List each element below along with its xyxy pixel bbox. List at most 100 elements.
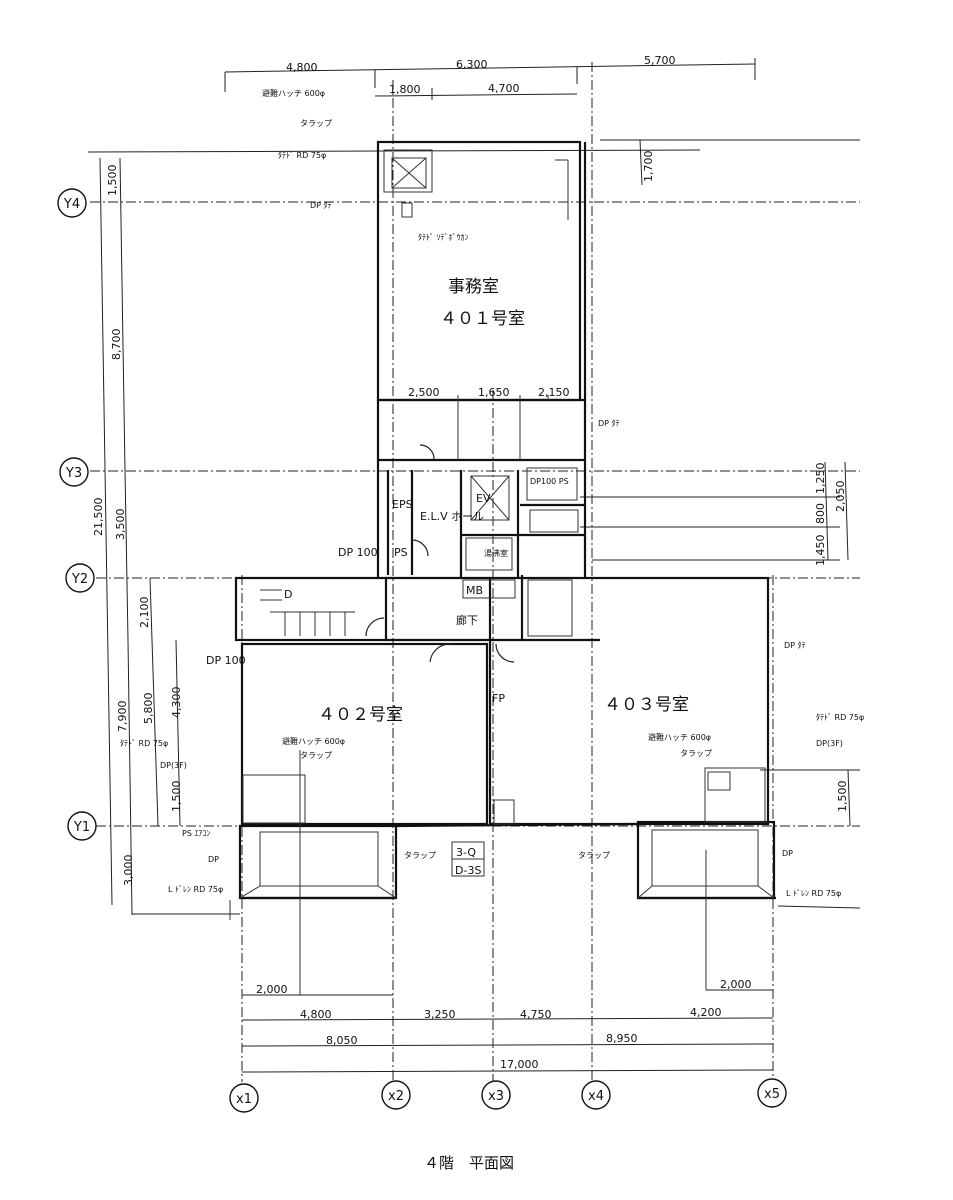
- dim-bot-row2-1: 8,050: [326, 1034, 358, 1047]
- door-swings: [365, 444, 515, 663]
- dim-bot-total: 17,000: [500, 1058, 539, 1071]
- label-ev: EV: [476, 492, 491, 505]
- svg-text:Y4: Y4: [63, 197, 80, 212]
- walls: [234, 140, 776, 900]
- grid-bubble-x1: x1: [229, 1083, 259, 1113]
- dim-bot-2000-right: 2,000: [720, 978, 752, 991]
- dim-right-1500: 1,500: [836, 781, 849, 813]
- room-401-name: ４０１号室: [440, 309, 525, 329]
- svg-text:x1: x1: [236, 1092, 252, 1107]
- dim-left-8700: 8,700: [110, 329, 123, 361]
- label-corridor: 廊下: [456, 613, 478, 627]
- dim-top-3: 5,700: [644, 54, 676, 67]
- dim-left-3000: 3,000: [122, 855, 135, 887]
- label-rd-right: ﾀﾃﾄﾞ RD 75φ: [816, 713, 864, 722]
- label-dp3f-left: DP(3F): [160, 761, 187, 770]
- label-rd-top: ﾀﾃﾄﾞ RD 75φ: [278, 151, 326, 160]
- svg-text:x4: x4: [588, 1089, 604, 1104]
- label-tarappu-bot-l: タラップ: [404, 851, 436, 860]
- label-ps-bot: PS ｴｱｺﾝ: [182, 829, 210, 838]
- label-dp-top: DP ﾀﾃ: [310, 201, 332, 210]
- drawing-title: ４階 平面図: [424, 1154, 514, 1172]
- dim-right-800: 800: [814, 503, 827, 524]
- dim-mid-1: 2,500: [408, 386, 440, 399]
- dim-mid-3: 2,150: [538, 386, 570, 399]
- dim-right-1450: 1,450: [814, 535, 827, 567]
- label-dp-up: DP ﾀﾃ: [598, 419, 620, 428]
- label-ldr-left: L ﾄﾞﾚﾝ RD 75φ: [168, 885, 223, 894]
- label-dp100-ps: DP100 PS: [530, 477, 569, 486]
- label-dp-right: DP ﾀﾃ: [784, 641, 806, 650]
- dim-bot-2000-left: 2,000: [256, 983, 288, 996]
- grid-bubble-x3: x3: [481, 1080, 511, 1110]
- dim-left-3500: 3,500: [114, 509, 127, 541]
- grid-bubble-y3: Y3: [59, 457, 89, 487]
- label-dp3f-right: DP(3F): [816, 739, 843, 748]
- svg-text:x2: x2: [388, 1089, 404, 1104]
- svg-text:Y1: Y1: [73, 820, 90, 835]
- annotations: EV E.L.V ホール EPS PS DP100 PS DP 100 DP 1…: [120, 88, 864, 898]
- grid-bubble-x2: x2: [381, 1080, 411, 1110]
- dim-left-total: 21,500: [92, 498, 105, 537]
- dim-bot-row1-2: 3,250: [424, 1008, 456, 1021]
- dim-top-right-v: 1,700: [642, 151, 655, 183]
- label-tarappu-bot-r: タラップ: [578, 851, 610, 860]
- dim-left-5800: 5,800: [142, 693, 155, 725]
- dim-left-7900: 7,900: [116, 701, 129, 733]
- grid-lines: [90, 62, 860, 1082]
- label-tarappu-402: タラップ: [300, 751, 332, 760]
- grid-bubbles: Y4 Y3 Y2 Y1 x1 x2 x3 x4: [57, 188, 787, 1113]
- label-box-2: D-3S: [455, 864, 481, 877]
- label-dp100-402: DP 100: [206, 654, 246, 667]
- svg-text:Y3: Y3: [65, 466, 82, 481]
- dim-mid-2: 1,650: [478, 386, 510, 399]
- svg-text:x5: x5: [764, 1087, 780, 1102]
- grid-bubble-y4: Y4: [57, 188, 87, 218]
- label-eps: EPS: [392, 498, 413, 511]
- label-tarappu-403: タラップ: [680, 749, 712, 758]
- label-ldr-right: L ﾄﾞﾚﾝ RD 75φ: [786, 889, 841, 898]
- dim-left-1500-bot: 1,500: [170, 781, 183, 813]
- detail-lines: [229, 149, 775, 995]
- label-stair-d: D: [284, 588, 292, 601]
- label-elv-hall: E.L.V ホール: [420, 510, 484, 523]
- dim-top-1: 4,800: [286, 61, 318, 74]
- dim-bot-row1-4: 4,200: [690, 1006, 722, 1019]
- grid-bubble-x4: x4: [581, 1080, 611, 1110]
- dim-top-2: 6,300: [456, 58, 488, 71]
- dim-top-sub-2: 4,700: [488, 82, 520, 95]
- label-ps-core: PS: [394, 546, 408, 559]
- grid-bubble-y1: Y1: [67, 811, 97, 841]
- label-fp: FP: [492, 692, 505, 705]
- label-box-1: 3-Q: [456, 846, 476, 859]
- grid-bubble-x5: x5: [757, 1078, 787, 1108]
- dimension-lines: [87, 58, 861, 1073]
- dim-left-2100: 2,100: [138, 597, 151, 629]
- label-dp-bot-right: DP: [782, 849, 793, 858]
- label-yusui: 湯沸室: [484, 548, 508, 558]
- label-tarappu-top: タラップ: [300, 119, 332, 128]
- label-dp-top2: ﾀﾃﾄﾞ ｿﾃﾞﾎﾞｳｶﾝ: [418, 233, 469, 242]
- room-403-name: ４０３号室: [604, 695, 689, 715]
- dim-left-4300: 4,300: [170, 687, 183, 719]
- dim-bot-row1-3: 4,750: [520, 1008, 552, 1021]
- room-402-name: ４０２号室: [318, 705, 403, 725]
- label-hatch-402: 避難ハッチ 600φ: [282, 736, 345, 746]
- svg-text:x3: x3: [488, 1089, 504, 1104]
- label-hatch-top: 避難ハッチ 600φ: [262, 88, 325, 98]
- svg-text:Y2: Y2: [71, 572, 88, 587]
- dim-right-1250: 1,250: [814, 463, 827, 495]
- label-dp100-left: DP 100: [338, 546, 378, 559]
- dim-bot-row1-1: 4,800: [300, 1008, 332, 1021]
- room-401-use: 事務室: [448, 277, 499, 297]
- grid-bubble-y2: Y2: [65, 563, 95, 593]
- dim-right-2050: 2,050: [834, 481, 847, 513]
- dim-bot-row2-2: 8,950: [606, 1032, 638, 1045]
- dim-top-sub-1: 1,800: [389, 83, 421, 96]
- label-mb: MB: [466, 584, 483, 597]
- dimension-labels: 4,800 6,300 5,700 1,800 4,700 1,700 1,50…: [92, 54, 849, 1071]
- label-dp-bot-left: DP: [208, 855, 219, 864]
- label-rd-left: ﾀﾃﾄﾞ RD 75φ: [120, 739, 168, 748]
- label-hatch-403: 避難ハッチ 600φ: [648, 732, 711, 742]
